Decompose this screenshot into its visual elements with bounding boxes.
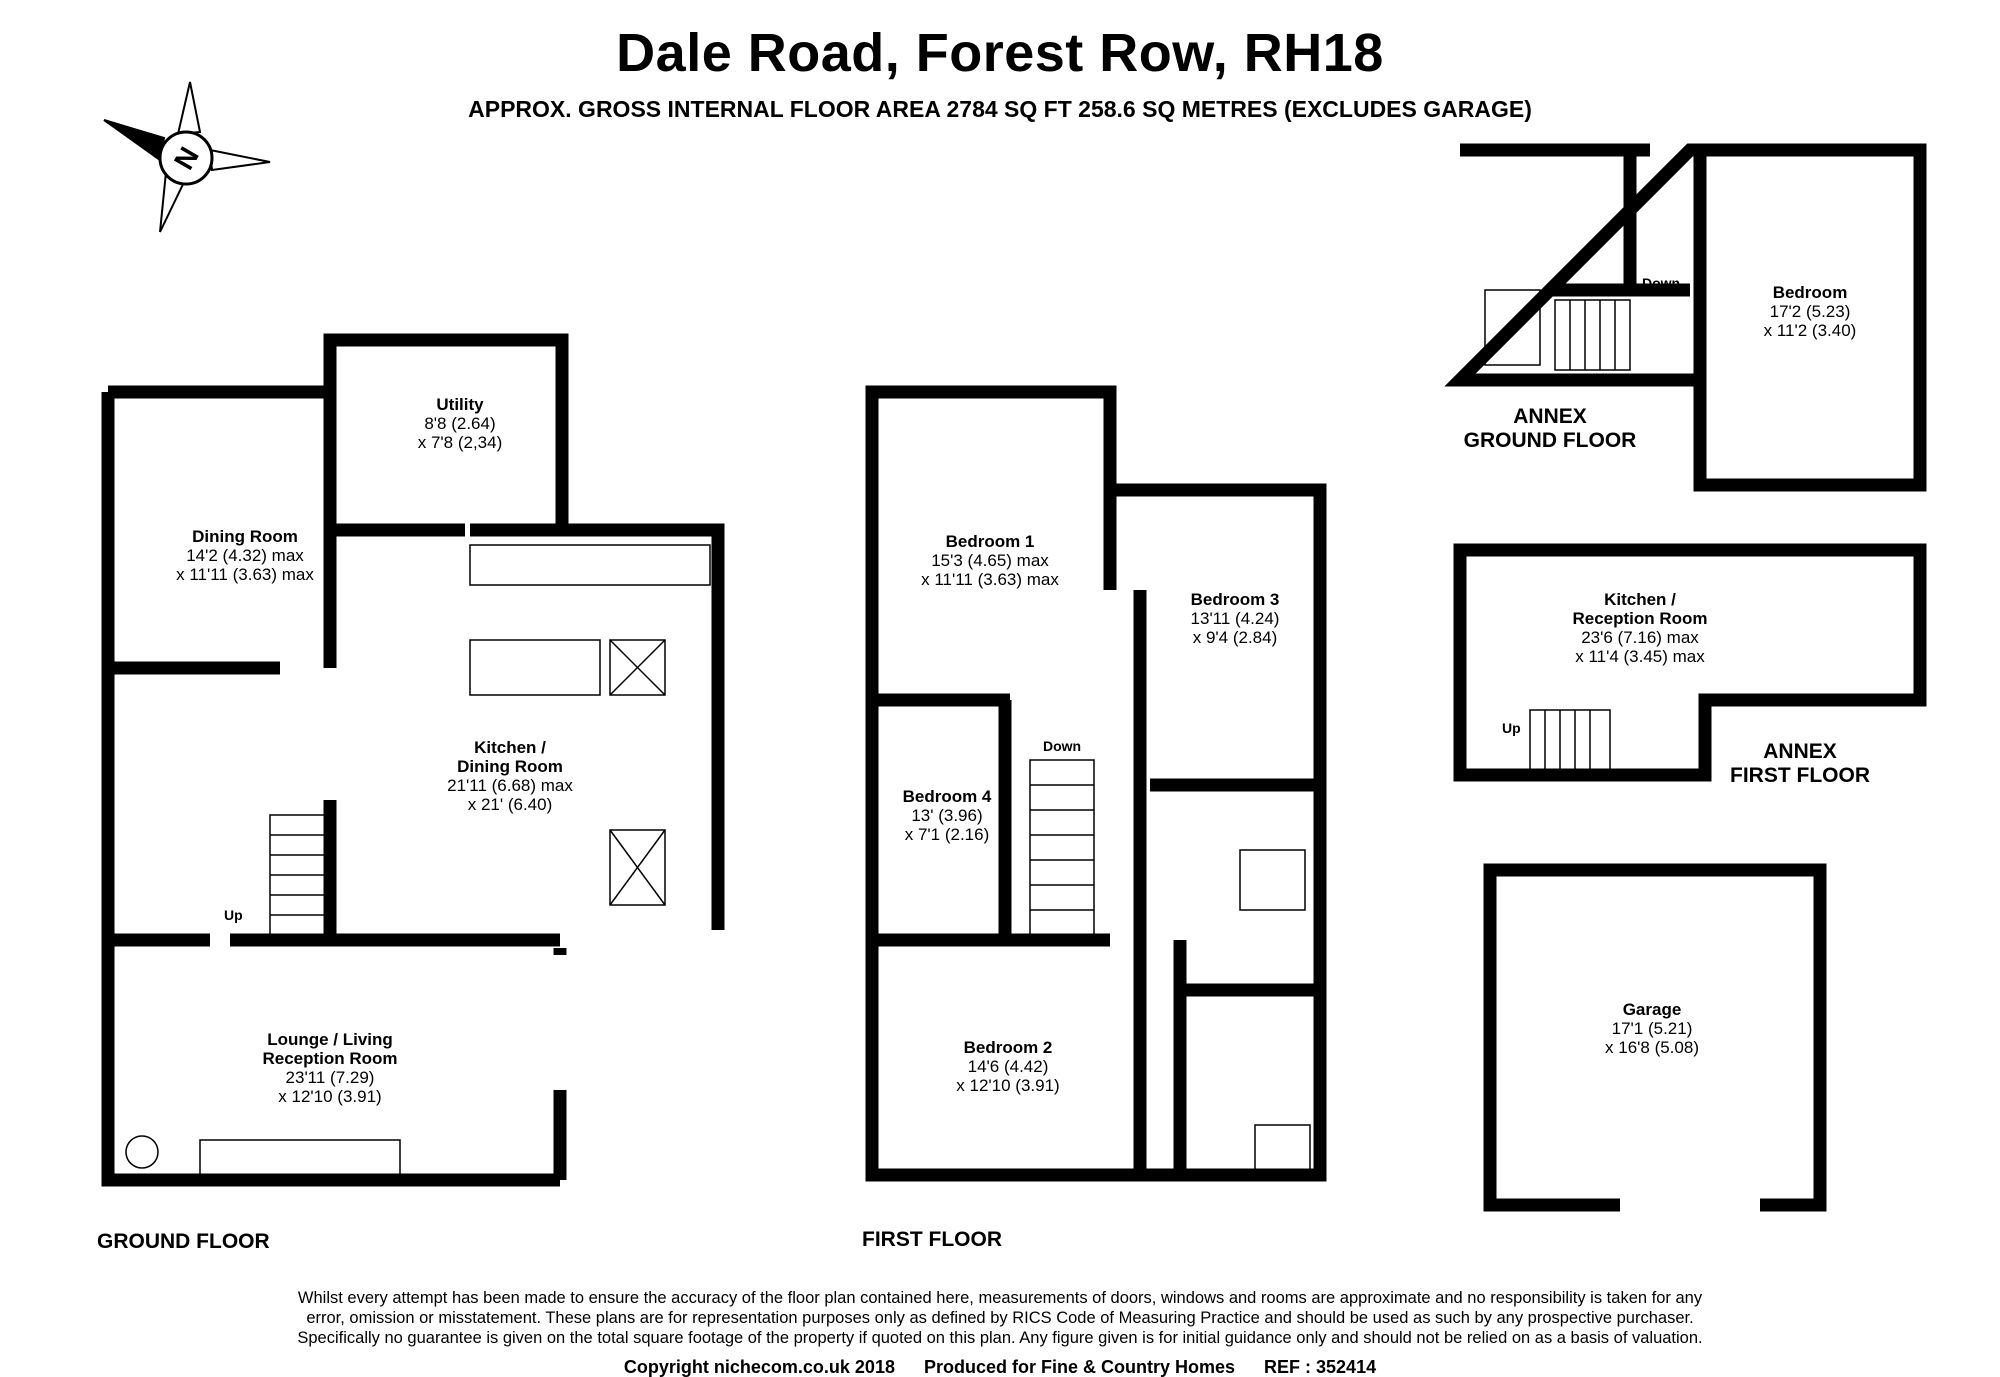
room-dim: 15'3 (4.65) max [931,551,1049,570]
room-bedroom4: Bedroom 4 13' (3.96) x 7'1 (2.16) [787,787,1107,844]
footer-copyright: Copyright nichecom.co.uk 2018 [623,1357,895,1377]
room-lounge: Lounge / Living Reception Room 23'11 (7.… [170,1030,490,1106]
floor-area-subtitle: APPROX. GROSS INTERNAL FLOOR AREA 2784 S… [468,96,1532,122]
room-utility: Utility 8'8 (2.64) x 7'8 (2,34) [300,395,620,452]
room-bedroom1: Bedroom 1 15'3 (4.65) max x 11'11 (3.63)… [830,532,1150,589]
room-name: Reception Room [262,1049,398,1068]
first-floor-interior [872,490,1320,1175]
room-bedroom2: Bedroom 2 14'6 (4.42) x 12'10 (3.91) [848,1038,1168,1095]
room-dim: 17'2 (5.23) [1769,302,1851,321]
room-name: Dining Room [457,757,563,776]
room-name: Bedroom [1772,283,1848,302]
ground-floor-walls-right [553,912,725,1180]
room-name: Bedroom 2 [963,1038,1053,1057]
room-dim: 14'2 (4.32) max [186,546,304,565]
footer: Copyright nichecom.co.uk 2018 Produced f… [0,1358,2000,1376]
room-name: Dining Room [192,527,298,546]
room-dim: x 12'10 (3.91) [956,1076,1060,1095]
annex-ground-interior [1550,150,1707,380]
annex-label: ANNEX [1513,405,1587,428]
room-dim: x 12'10 (3.91) [278,1087,382,1106]
room-dim: 8'8 (2.64) [424,414,496,433]
annex-ground-walls [1444,143,1927,492]
room-dim: 23'6 (7.16) max [1581,628,1699,647]
disclaimer-line: Specifically no guarantee is given on th… [297,1329,1703,1347]
stair-label-up: Up [224,907,243,923]
room-name: Utility [436,395,484,414]
annex-floor-label: FIRST FLOOR [1730,764,1870,787]
room-garage: Garage 17'1 (5.21) x 16'8 (5.08) [1492,1000,1812,1057]
footer-produced: Produced for Fine & Country Homes [923,1357,1236,1377]
room-dim: x 7'8 (2,34) [417,433,503,452]
plan-title: Dale Road, Forest Row, RH18 [616,23,1384,83]
room-kitchen: Kitchen / Dining Room 21'11 (6.68) max x… [350,738,670,814]
room-annex-kitchen: Kitchen / Reception Room 23'6 (7.16) max… [1480,590,1800,666]
disclaimer-line: error, omission or misstatement. These p… [306,1309,1694,1327]
compass-icon: N [103,81,271,233]
annex-stair-label-up: Up [1502,720,1521,736]
room-dim: x 16'8 (5.08) [1605,1038,1699,1057]
room-dim: 17'1 (5.21) [1611,1019,1693,1038]
room-name: Reception Room [1572,609,1708,628]
room-name: Bedroom 4 [902,787,992,806]
annex-stair-label-down: Down [1642,275,1681,291]
room-name: Bedroom 1 [945,532,1035,551]
garage-walls [1483,863,1827,1212]
room-dim: 13'11 (4.24) [1190,609,1280,628]
room-name: Garage [1622,1000,1682,1019]
room-dim: x 9'4 (2.84) [1192,628,1278,647]
ground-floor-walls-left [101,392,560,1187]
room-dim: x 11'2 (3.40) [1763,321,1857,340]
annex-floor-label: GROUND FLOOR [1463,429,1637,452]
annex-label: ANNEX [1763,740,1837,763]
label-annex-ground-floor: ANNEX GROUND FLOOR [1460,405,1640,453]
footer-ref: REF : 352414 [1264,1357,1377,1377]
room-name: Bedroom 3 [1190,590,1280,609]
room-annex-bedroom: Bedroom 17'2 (5.23) x 11'2 (3.40) [1650,283,1970,340]
label-annex-first-floor: ANNEX FIRST FLOOR [1730,740,1870,788]
disclaimer: Whilst every attempt has been made to en… [200,1288,1800,1348]
room-dim: x 11'4 (3.45) max [1575,647,1705,666]
room-name: Lounge / Living [267,1030,393,1049]
room-dining: Dining Room 14'2 (4.32) max x 11'11 (3.6… [85,527,405,584]
stair-label-down: Down [1043,738,1082,754]
room-dim: x 7'1 (2.16) [904,825,990,844]
room-dim: x 21' (6.40) [467,795,553,814]
room-bedroom3: Bedroom 3 13'11 (4.24) x 9'4 (2.84) [1075,590,1395,647]
ground-floor-interior [108,392,562,947]
annex-first-walls [1453,543,1927,782]
label-first-floor: FIRST FLOOR [862,1228,1002,1251]
room-dim: x 11'11 (3.63) max [921,570,1059,589]
room-dim: 14'6 (4.42) [967,1057,1049,1076]
first-floor-walls [865,385,1327,1182]
disclaimer-line: Whilst every attempt has been made to en… [297,1289,1703,1307]
room-dim: 13' (3.96) [911,806,983,825]
room-name: Kitchen / [474,738,546,757]
room-dim: 21'11 (6.68) max [447,776,573,795]
room-name: Kitchen / [1604,590,1676,609]
room-dim: 23'11 (7.29) [285,1068,375,1087]
label-ground-floor: GROUND FLOOR [97,1230,270,1253]
room-dim: x 11'11 (3.63) max [176,565,314,584]
